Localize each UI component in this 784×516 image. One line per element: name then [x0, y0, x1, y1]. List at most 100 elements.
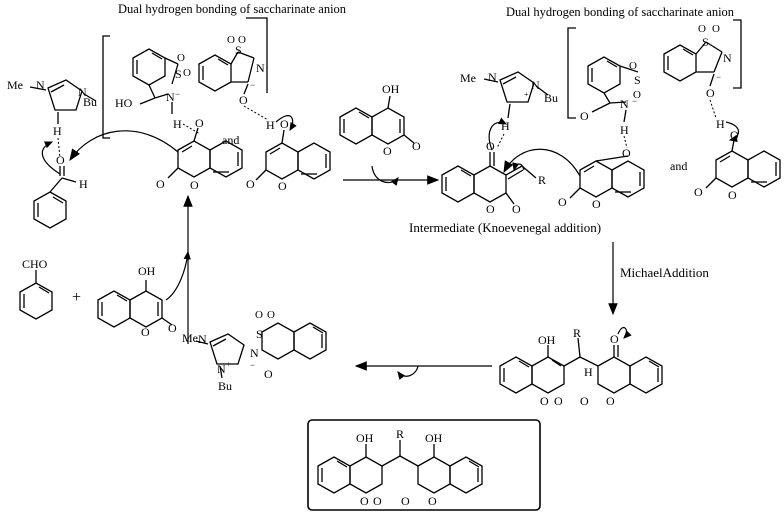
curved-arrow-entry [371, 165, 399, 186]
imidazolium-cation-right: Me N N + Bu H [460, 70, 558, 149]
svg-text:N: N [36, 78, 45, 92]
svg-text:H: H [716, 117, 725, 131]
ionic-liquid-catalyst: Me N N + Bu S O O N − O [182, 309, 327, 393]
imidazolium-cation-left: Me N N Bu H [7, 78, 97, 159]
svg-text:OH: OH [538, 333, 556, 347]
svg-text:+: + [226, 360, 231, 369]
curved-arrow-h [275, 115, 297, 132]
michael-adduct: OH R H O O O O O [499, 326, 663, 408]
reactant-hydroxycoumarin: OH O O [97, 264, 177, 339]
svg-text:O: O [486, 139, 495, 153]
svg-text:R: R [573, 326, 581, 340]
svg-text:O: O [610, 332, 619, 346]
svg-text:O: O [592, 197, 601, 211]
svg-text:−: − [716, 72, 721, 82]
saccharin-right: O S O N − O H [580, 56, 641, 149]
svg-text:S: S [235, 43, 242, 57]
svg-text:OH: OH [382, 82, 400, 96]
svg-text:OH: OH [425, 431, 443, 445]
svg-text:N: N [250, 346, 259, 360]
svg-text:H: H [53, 124, 62, 138]
right-bracket [567, 19, 742, 119]
svg-text:O: O [177, 52, 185, 64]
svg-text:OH: OH [138, 264, 156, 278]
hydroxycoumarin-center: O O O [246, 117, 331, 193]
svg-text:O: O [264, 367, 273, 381]
curved-arrow-tautomer [617, 326, 632, 339]
svg-text:O: O [280, 117, 289, 131]
curved-arrow-enter [165, 250, 191, 301]
svg-text:O: O [360, 494, 369, 508]
svg-text:O: O [195, 116, 204, 130]
svg-text:Me: Me [182, 331, 198, 345]
svg-text:S: S [634, 73, 641, 87]
svg-text:N: N [531, 78, 540, 92]
svg-text:O: O [606, 394, 615, 408]
svg-text:S: S [175, 67, 182, 81]
svg-text:O: O [412, 139, 421, 153]
svg-text:N: N [166, 90, 175, 104]
curved-arrow-release [397, 365, 419, 380]
svg-text:N: N [78, 85, 87, 99]
svg-text:−: − [175, 89, 180, 99]
svg-text:N: N [217, 362, 226, 376]
svg-text:O: O [190, 178, 199, 192]
heading-right: Dual hydrogen bonding of saccharinate an… [506, 5, 735, 19]
svg-text:Me: Me [460, 71, 476, 85]
svg-text:HO: HO [115, 96, 133, 110]
svg-text:O: O [255, 309, 263, 321]
svg-text:H: H [501, 119, 510, 133]
svg-text:O: O [730, 128, 739, 142]
svg-text:O: O [629, 60, 637, 72]
svg-text:O: O [227, 34, 235, 46]
svg-text:N: N [723, 51, 732, 65]
svg-text:O: O [246, 177, 255, 191]
svg-text:O: O [168, 321, 177, 335]
hydroxycoumarin-right-1: O O O [558, 146, 645, 211]
svg-text:H: H [173, 117, 182, 131]
reactant-benzaldehyde: CHO [19, 257, 53, 320]
svg-text:O: O [141, 325, 150, 339]
saccharin-left: O S O N − HO H [115, 48, 201, 135]
left-bracket [102, 17, 268, 139]
svg-text:O: O [580, 394, 589, 408]
svg-text:N: N [488, 70, 497, 84]
svg-text:O: O [486, 202, 495, 216]
svg-text:O: O [633, 89, 641, 101]
svg-text:H: H [79, 177, 88, 191]
svg-text:Bu: Bu [218, 379, 232, 393]
hydroxycoumarin-reagent: OH O O [339, 82, 421, 158]
and-2: and [670, 159, 687, 173]
benzaldehyde-left: O H [33, 153, 88, 229]
svg-text:O: O [698, 23, 706, 35]
curved-arrow-enone [512, 162, 525, 172]
cho-label: CHO [22, 257, 48, 271]
svg-text:R: R [396, 427, 404, 441]
curved-arrow-right-h [488, 117, 508, 151]
intermediate-caption: Intermediate (Knoevenegal addition) [409, 220, 601, 235]
svg-text:H: H [266, 118, 275, 132]
svg-text:O: O [239, 93, 248, 107]
svg-text:H: H [620, 123, 629, 137]
svg-text:O: O [728, 188, 737, 202]
svg-text:−: − [250, 80, 255, 90]
svg-text:+: + [524, 90, 529, 99]
svg-text:O: O [156, 177, 165, 191]
svg-text:O: O [56, 153, 65, 167]
hydroxycoumarin-left: O O O [156, 116, 243, 192]
svg-text:Me: Me [7, 78, 23, 92]
curved-arrow-attack [69, 130, 179, 161]
svg-text:O: O [238, 34, 246, 46]
svg-text:O: O [580, 109, 589, 123]
curved-arrow-right-o [725, 121, 740, 143]
svg-text:O: O [622, 146, 631, 160]
curved-arrow-michael-attack [503, 148, 581, 177]
heading-left: Dual hydrogen bonding of saccharinate an… [118, 2, 347, 16]
svg-text:O: O [554, 394, 563, 408]
saccharinate-right: O O S N − O H [663, 23, 732, 131]
svg-text:O: O [183, 67, 191, 79]
svg-text:N: N [198, 332, 207, 346]
svg-text:O: O [428, 494, 437, 508]
plus-sign: + [72, 289, 81, 306]
